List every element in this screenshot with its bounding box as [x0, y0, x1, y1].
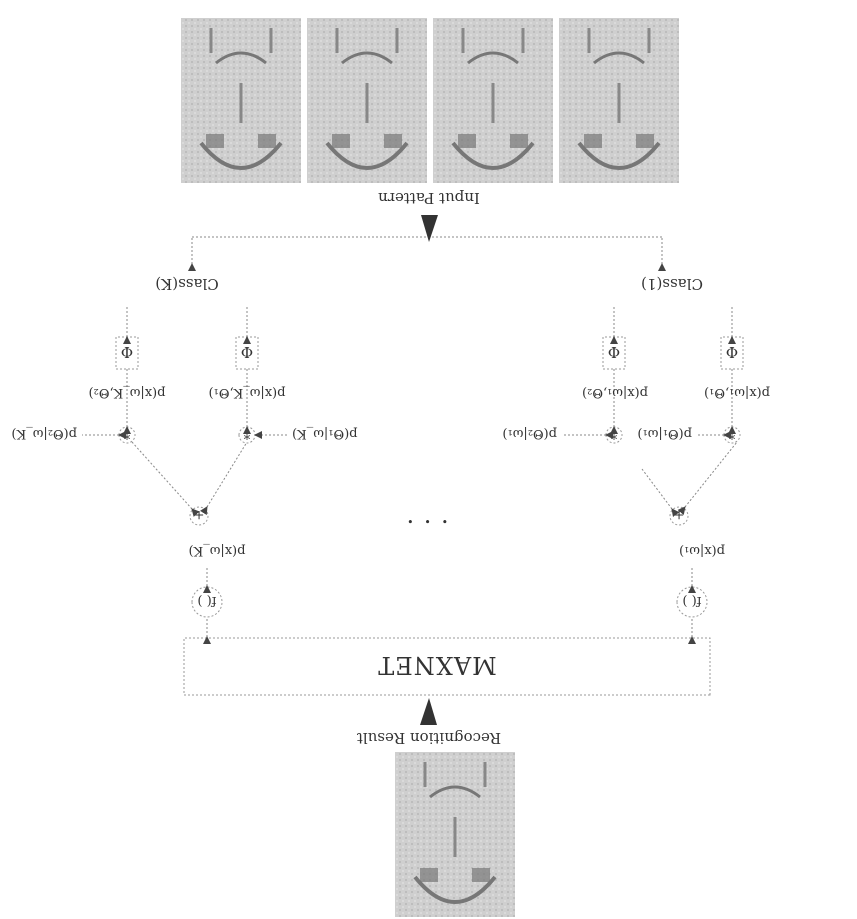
class-1-f-label: f( ): [682, 593, 701, 608]
class-k-branch: f( ) p(x|ω_K) + * * p(Θ₁|ω_K) p(Θ₂|ω_K) …: [11, 237, 358, 644]
class-k-likelihood-2: p(x|ω_K,Θ₂): [89, 385, 166, 400]
class-k-f-node: [191, 586, 223, 618]
result-arrow: [420, 698, 437, 725]
class-1-sum-label: +: [674, 507, 685, 522]
class-1-label: Class(1): [641, 275, 703, 293]
maxnet-box: [183, 637, 711, 696]
class-1-prior-2: p(Θ₂|ω₁): [502, 426, 557, 441]
class-k-likelihood-1: p(x|ω_K,Θ₁): [209, 385, 286, 400]
input-image-1: [557, 16, 681, 185]
input-arrow: [421, 215, 438, 242]
input-pattern-images: [179, 16, 681, 185]
class-1-prior-1: p(Θ₁|ω₁): [637, 426, 692, 441]
recognition-result-image: [393, 750, 517, 919]
class-1-phi-label-2: Φ: [608, 343, 620, 361]
class-k-phi-label-1: Φ: [241, 343, 253, 361]
class-k-phi-label-2: Φ: [121, 343, 133, 361]
recognition-result-label: Recognition Result: [357, 729, 501, 747]
class-1-mult-label-1: *: [728, 426, 735, 441]
class-k-mult-label-1: *: [243, 426, 250, 441]
input-image-4: [179, 16, 303, 185]
class-k-prior-1: p(Θ₁|ω_K): [292, 426, 358, 441]
input-pattern-label: Input Pattern: [378, 189, 480, 207]
class-ellipsis: · · ·: [405, 507, 448, 535]
class-1-phi-label-1: Φ: [726, 343, 738, 361]
class-k-likelihood: p(x|ω_K): [189, 543, 246, 558]
maxnet-label: MAXNET: [377, 651, 497, 679]
class-1-likelihood: p(x|ω₁): [679, 543, 725, 558]
input-image-2: [431, 16, 555, 185]
class-1-mult-label-2: *: [610, 426, 617, 441]
class-1-likelihood-2: p(x|ω₁,Θ₂): [582, 385, 648, 400]
class-1-branch: f( ) p(x|ω₁) + * * p(Θ₁|ω₁) p(Θ₂|ω₁) p(x…: [502, 237, 770, 644]
class-k-f-label: f( ): [197, 593, 216, 608]
class-1-f-node: [676, 586, 708, 618]
class-k-mult-label-2: *: [123, 426, 130, 441]
class-k-label: Class(K): [155, 275, 219, 293]
class-k-prior-2: p(Θ₂|ω_K): [11, 426, 77, 441]
class-k-sum-label: +: [194, 507, 205, 522]
class-1-likelihood-1: p(x|ω₁,Θ₁): [704, 385, 770, 400]
input-image-3: [305, 16, 429, 185]
